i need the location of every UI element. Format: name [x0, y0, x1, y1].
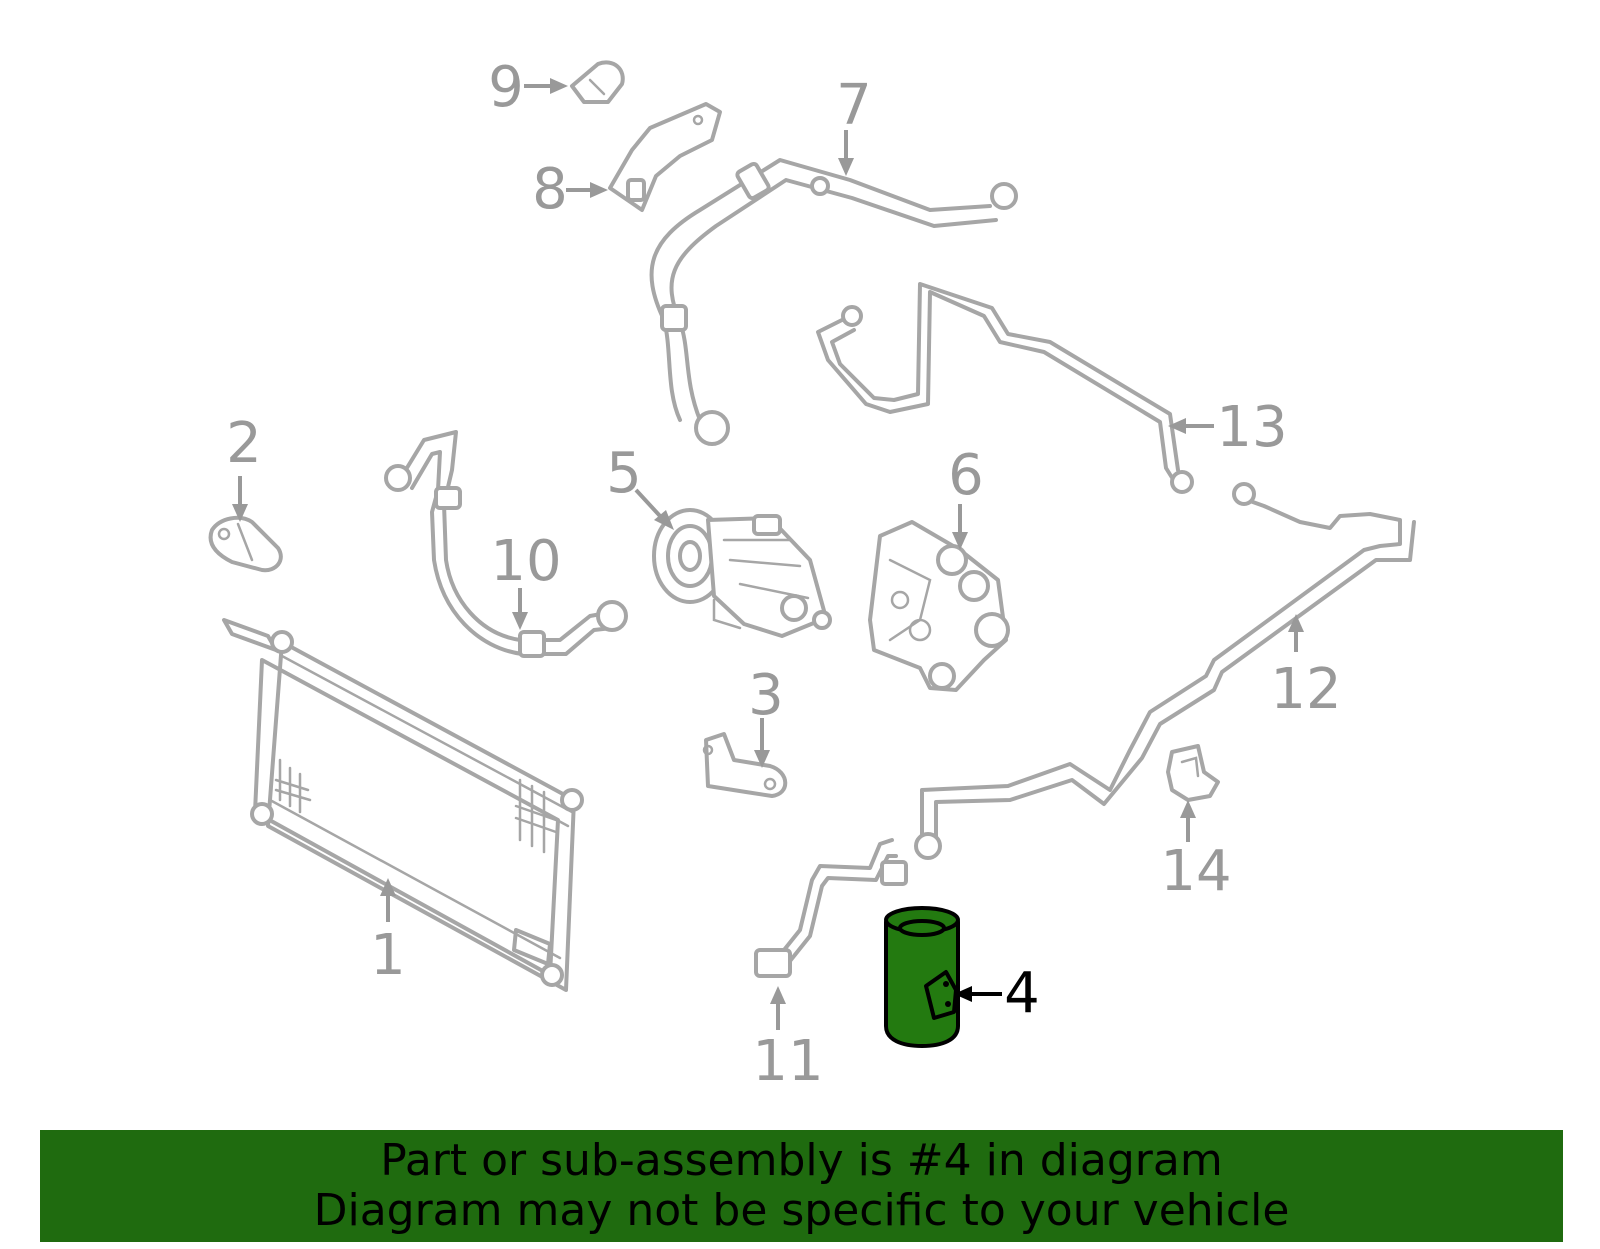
callout-4[interactable]: 4 [1004, 961, 1040, 1026]
banner-line-2: Diagram may not be specific to your vehi… [313, 1185, 1290, 1236]
callout-8[interactable]: 8 [532, 157, 568, 222]
part-10-hose[interactable] [384, 430, 628, 658]
callout-14[interactable]: 14 [1160, 839, 1231, 904]
parts-diagram: 1 2 3 4 5 6 7 8 9 10 11 12 13 14 [208, 55, 1416, 1094]
info-banner: Part or sub-assembly is #4 in diagram Di… [40, 1130, 1563, 1242]
callout-labels: 1 2 3 4 5 6 7 8 9 10 11 12 13 14 [226, 55, 1341, 1094]
callout-6[interactable]: 6 [948, 443, 984, 508]
callout-11[interactable]: 11 [752, 1029, 823, 1094]
callout-12[interactable]: 12 [1270, 657, 1341, 722]
part-7-hose[interactable] [649, 158, 1018, 446]
callout-9[interactable]: 9 [488, 55, 524, 120]
part-12-line[interactable] [914, 482, 1416, 860]
part-6-mounting-bracket[interactable] [868, 520, 1010, 692]
part-9-clip[interactable] [570, 60, 625, 104]
callout-1[interactable]: 1 [370, 923, 406, 988]
part-5-compressor[interactable] [652, 508, 832, 638]
part-14-clip[interactable] [1166, 744, 1220, 802]
callout-5[interactable]: 5 [606, 441, 642, 506]
part-13-line[interactable] [816, 282, 1194, 494]
part-1-condenser[interactable] [222, 618, 584, 992]
part-4-receiver-drier[interactable] [884, 906, 960, 1048]
banner-line-1: Part or sub-assembly is #4 in diagram [380, 1135, 1223, 1186]
callout-7[interactable]: 7 [836, 73, 872, 138]
callout-2[interactable]: 2 [226, 411, 262, 476]
part-8-bracket[interactable] [608, 102, 722, 212]
callout-leaders [232, 78, 1304, 1030]
part-11-line[interactable] [754, 838, 908, 978]
callout-10[interactable]: 10 [490, 529, 561, 594]
callout-3[interactable]: 3 [748, 663, 784, 728]
callout-13[interactable]: 13 [1216, 395, 1287, 460]
part-2-bracket[interactable] [208, 515, 283, 573]
part-3-bracket[interactable] [702, 732, 788, 798]
